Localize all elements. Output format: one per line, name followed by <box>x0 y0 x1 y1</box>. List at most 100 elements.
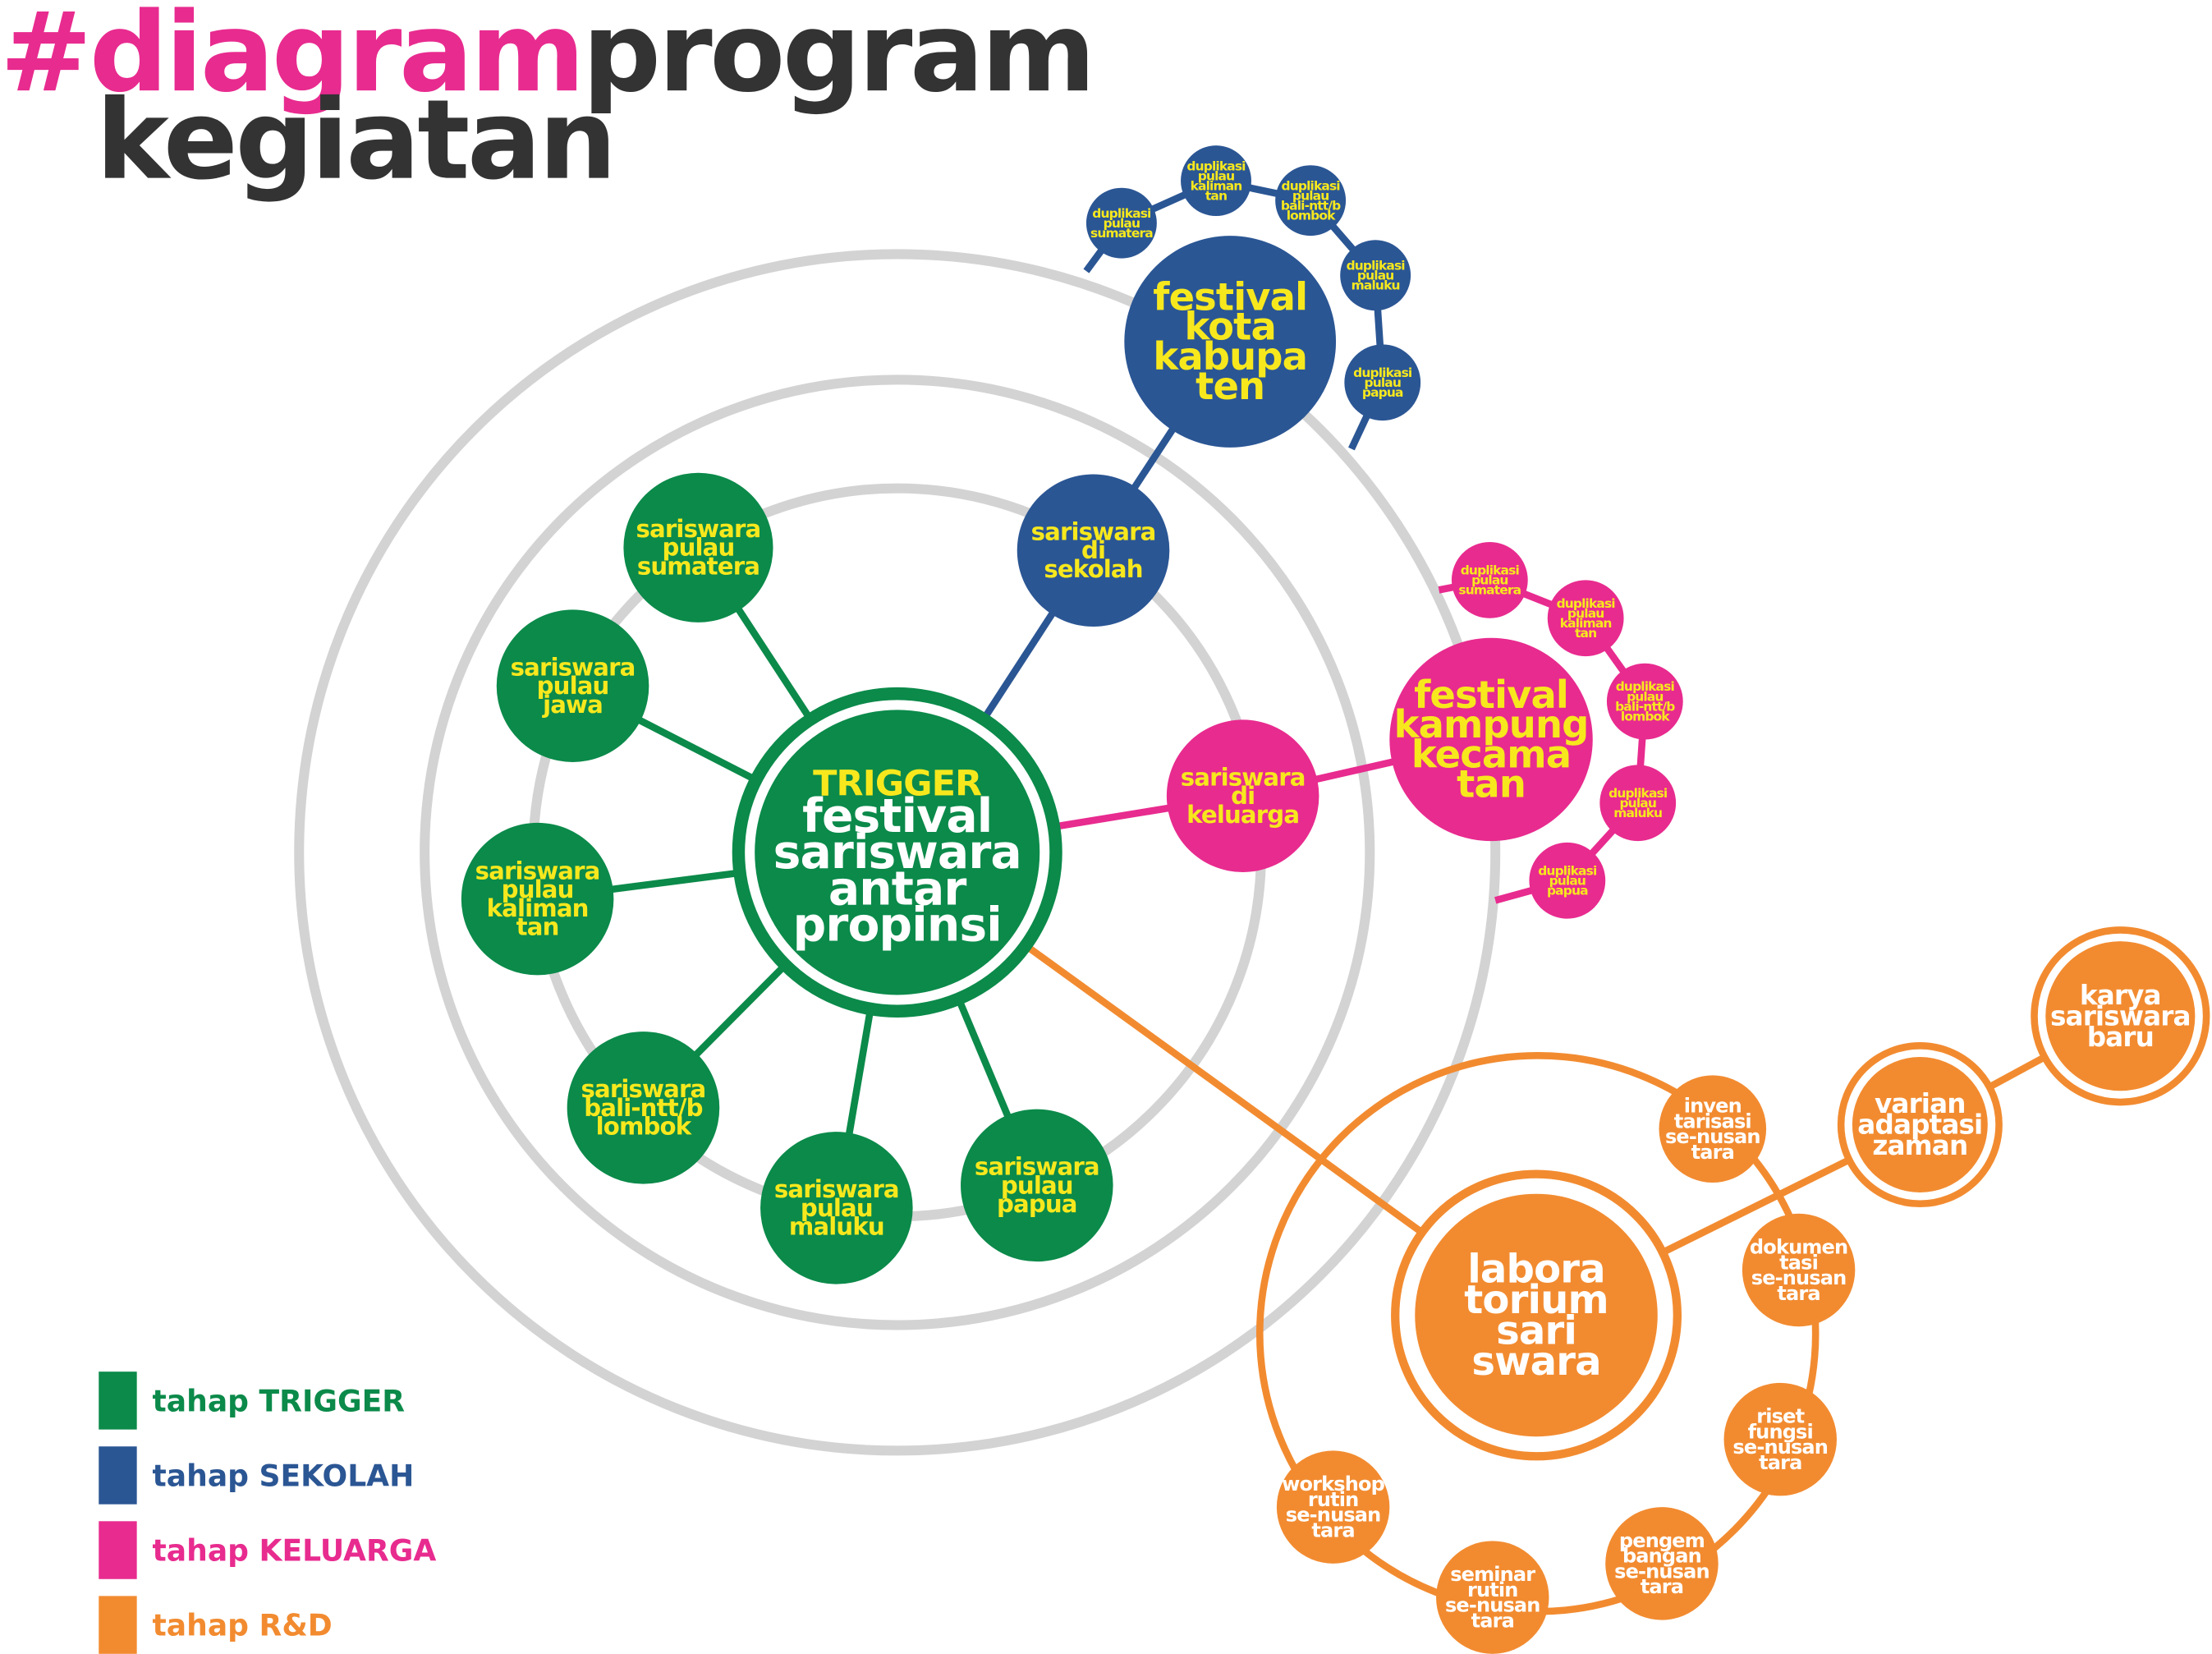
legend-swatch <box>99 1371 137 1430</box>
label-line: ten <box>1195 364 1264 408</box>
legend-label: tahap TRIGGER <box>153 1384 406 1418</box>
label-line: sariswara <box>581 1075 706 1103</box>
varian-adaptasi-zaman-circle <box>1852 1057 1988 1192</box>
label-line: bangan <box>1622 1545 1701 1568</box>
label-line: duplikasi <box>1538 863 1596 878</box>
label-line: kampung <box>1394 702 1589 747</box>
label-line: rutin <box>1467 1578 1518 1601</box>
label-line: antar <box>828 861 967 916</box>
laboratorium-sariswara-circle <box>1415 1193 1658 1437</box>
rnd-activity-6-circle <box>1276 1450 1390 1564</box>
label-line: papua <box>1547 884 1588 898</box>
label-line: sariswara <box>1181 763 1306 791</box>
label-line: tara <box>1777 1282 1820 1305</box>
festival-kota-kabupaten-circle <box>1124 236 1337 448</box>
label-line: sariswara <box>2050 1000 2191 1031</box>
label-line: pulau <box>1567 606 1604 621</box>
title-hash-diagram: #diagram <box>0 0 582 117</box>
label-line: sumatera <box>1090 226 1153 241</box>
keluarga-duplicate-2-circle <box>1547 580 1624 657</box>
stage-ring-2 <box>420 374 1375 1330</box>
label-line: varian <box>1875 1088 1966 1119</box>
label-line: pulau <box>1619 796 1656 811</box>
label-line: TRIGGER <box>813 764 982 805</box>
label-line: seminar <box>1450 1563 1535 1586</box>
label-line: pulau <box>801 1194 873 1222</box>
keluarga-duplicate-3-circle <box>1606 663 1683 740</box>
center-festival-sariswara-antar-propinsi-circle <box>755 710 1040 995</box>
legend-label: tahap R&D <box>153 1608 333 1643</box>
label-line: kaliman <box>1560 616 1612 631</box>
label-line: sariswara <box>1031 517 1156 545</box>
label-line: duplikasi <box>1092 206 1150 221</box>
label-line: tan <box>1205 188 1227 203</box>
label-line: se-nusan <box>1286 1504 1381 1527</box>
label-line: pulau <box>502 875 574 903</box>
label-line: maluku <box>1613 806 1662 820</box>
label-line: zaman <box>1872 1130 1967 1161</box>
label-line: sariswara <box>475 857 600 884</box>
sekolah-duplicate-3-circle <box>1275 165 1347 237</box>
label-line: tarisasi <box>1674 1110 1751 1133</box>
label-line: maluku <box>1352 278 1400 293</box>
label-line: tan <box>1575 626 1596 641</box>
rnd-activity-2-circle <box>1742 1213 1856 1327</box>
label-line: pulau <box>1365 375 1402 390</box>
label-line: lombok <box>596 1113 692 1141</box>
stage-ring-3 <box>294 249 1501 1456</box>
label-line: se-nusan <box>1732 1436 1828 1459</box>
label-line: sariswara <box>773 825 1021 880</box>
label-line: tara <box>1641 1575 1683 1598</box>
legend-swatch <box>99 1446 137 1505</box>
label-line: karya <box>2080 980 2161 1011</box>
trigger-node-6-circle <box>961 1109 1113 1262</box>
